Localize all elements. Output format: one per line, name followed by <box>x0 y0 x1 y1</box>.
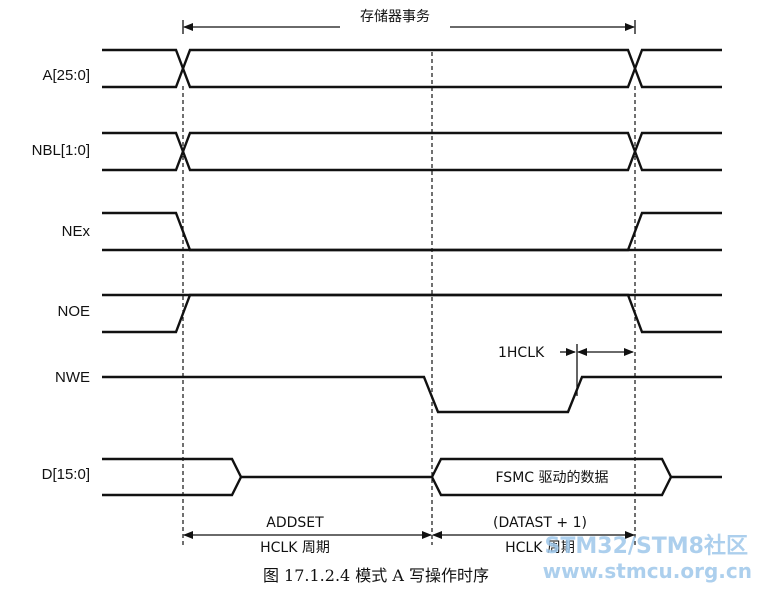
signal-label-a: A[25:0] <box>42 67 90 84</box>
signal-label-nbl: NBL[1:0] <box>32 142 90 159</box>
waveform-a <box>102 48 722 89</box>
datast-label: (DATAST + 1) <box>493 515 587 531</box>
memory-transaction-label-bg <box>340 14 450 38</box>
waveform-noe <box>102 293 722 334</box>
signal-label-nwe: NWE <box>55 369 90 386</box>
datast-unit-label: HCLK 周期 <box>505 540 575 556</box>
watermark-title: STM32/STM8社区 <box>545 533 748 559</box>
memory-transaction-label: 存储器事务 <box>360 9 430 25</box>
addset-unit-label: HCLK 周期 <box>260 540 330 556</box>
signal-label-noe: NOE <box>57 303 90 320</box>
waveform-nwe <box>102 375 722 414</box>
figure-caption: 图 17.1.2.4 模式 A 写操作时序 <box>263 566 489 585</box>
one-hclk-label: 1HCLK <box>498 345 545 361</box>
watermark-url: www.stmcu.org.cn <box>543 559 752 583</box>
waveform-nex <box>102 211 722 252</box>
waveform-nbl <box>102 131 722 172</box>
data-driven-label: FSMC 驱动的数据 <box>496 470 609 486</box>
signal-label-d: D[15:0] <box>42 466 90 483</box>
waveform-d <box>102 457 722 497</box>
signal-label-nex: NEx <box>62 223 91 240</box>
addset-label: ADDSET <box>266 515 324 531</box>
